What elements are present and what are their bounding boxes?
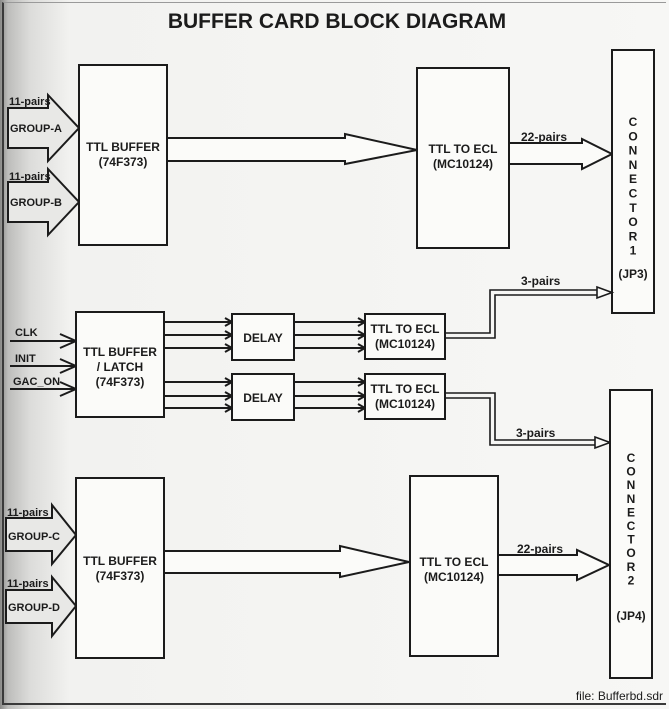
delay-1-block: [231, 313, 295, 361]
group-c-pairs-label: 11-pairs: [7, 507, 49, 519]
delay-to-ecl-signals: [294, 317, 368, 413]
ttl-buffer-top-part: (74F373): [99, 155, 148, 169]
bus-arrow-22-pairs-connector-1: [508, 137, 615, 171]
ecl-mid-1-block: [364, 313, 446, 360]
gac-on-label: GAC_ON: [13, 376, 60, 388]
signal-arrow: [294, 391, 368, 401]
signal-arrow: [294, 403, 368, 413]
latch-to-delay-signals: [164, 317, 235, 413]
init-label: INIT: [15, 353, 36, 365]
ecl-top-block: [416, 67, 510, 249]
group-d-label: GROUP-D: [8, 602, 60, 614]
signal-arrow: [164, 377, 235, 387]
signal-arrow: [164, 403, 235, 413]
connector-letter: O: [628, 215, 637, 229]
ttl-latch-block: [75, 311, 165, 418]
ttl-latch-sub: / LATCH: [97, 360, 143, 374]
ttl-buffer-top-label: TTL BUFFER: [86, 140, 160, 154]
connector-1-block: [611, 49, 655, 314]
delay-1-label: DELAY: [243, 331, 283, 345]
group-b-label: GROUP-B: [10, 197, 62, 209]
ecl-mid-2-label: TTL TO ECL: [371, 382, 440, 396]
connector-letter: R: [627, 560, 636, 574]
signal-arrow: [164, 330, 235, 340]
group-c-label: GROUP-C: [8, 531, 60, 543]
ttl-latch-label: TTL BUFFER: [83, 345, 157, 359]
ecl-mid-1-part: (MC10124): [375, 337, 435, 351]
group-a-label: GROUP-A: [10, 123, 62, 135]
signal-arrow: [164, 391, 235, 401]
ttl-buffer-top-block: [78, 64, 168, 246]
connector-letter: E: [629, 172, 637, 186]
connector-letter: N: [629, 144, 638, 158]
ttl-buffer-bottom-label: TTL BUFFER: [83, 554, 157, 568]
connector-letter: N: [627, 478, 636, 492]
signal-arrow: [294, 377, 368, 387]
ecl-mid-1-label: TTL TO ECL: [371, 322, 440, 336]
connector-letter: R: [629, 229, 638, 243]
group-d-pairs-label: 11-pairs: [7, 578, 49, 590]
clk-label: CLK: [15, 327, 38, 339]
ttl-latch-part: (74F373): [96, 375, 145, 389]
bus-3-pairs-connector-1: [445, 285, 615, 339]
group-d-arrow: [5, 574, 78, 639]
connector-letter: C: [629, 187, 638, 201]
bus-label-22-pairs-top: 22-pairs: [521, 130, 567, 144]
connector-letter: O: [626, 546, 635, 560]
connector-letter: N: [629, 158, 638, 172]
connector-letter: C: [627, 451, 636, 465]
ttl-buffer-bottom-block: [75, 477, 165, 659]
group-a-pairs-label: 11-pairs: [9, 96, 51, 108]
group-a-arrow: [7, 92, 81, 164]
ecl-mid-2-block: [364, 373, 446, 420]
bus-label-22-pairs-bottom: 22-pairs: [517, 542, 563, 556]
ecl-mid-2-part: (MC10124): [375, 397, 435, 411]
ecl-bottom-label: TTL TO ECL: [420, 555, 489, 569]
ecl-top-part: (MC10124): [433, 157, 493, 171]
connector-letter: C: [629, 115, 638, 129]
group-b-arrow: [7, 166, 81, 238]
connector-letter: C: [627, 519, 636, 533]
connector-letter: T: [627, 533, 635, 547]
group-b-pairs-label: 11-pairs: [9, 171, 51, 183]
connector-letter: 2: [628, 573, 635, 587]
connector-letter: E: [627, 505, 635, 519]
delay-2-label: DELAY: [243, 391, 283, 405]
connector-1-id: (JP3): [618, 267, 647, 281]
connector-2-id: (JP4): [616, 609, 645, 623]
bus-arrow-top: [166, 132, 418, 166]
signal-arrow: [164, 317, 235, 327]
bus-3-pairs-connector-2: [445, 392, 613, 450]
bus-label-3-pairs-top: 3-pairs: [521, 274, 561, 288]
bus-arrow-bottom: [163, 544, 410, 579]
ecl-bottom-part: (MC10124): [424, 570, 484, 584]
signal-arrow: [294, 317, 368, 327]
connector-2-block: [609, 389, 653, 679]
connector-letter: 1: [630, 244, 637, 258]
file-label: file: Bufferbd.sdr: [576, 689, 663, 703]
diagram-title: BUFFER CARD BLOCK DIAGRAM: [168, 10, 506, 33]
bus-arrow-22-pairs-connector-2: [497, 548, 612, 582]
ttl-buffer-bottom-part: (74F373): [96, 569, 145, 583]
bus-label-3-pairs-bottom: 3-pairs: [516, 426, 556, 440]
connector-letter: O: [628, 129, 637, 143]
delay-2-block: [231, 373, 295, 421]
signal-arrow: [294, 343, 368, 353]
connector-letter: T: [629, 201, 637, 215]
signal-arrow: [164, 343, 235, 353]
connector-letter: N: [627, 492, 636, 506]
signal-arrow: [294, 330, 368, 340]
ecl-top-label: TTL TO ECL: [429, 142, 498, 156]
group-c-arrow: [5, 502, 78, 567]
connector-letter: O: [626, 465, 635, 479]
